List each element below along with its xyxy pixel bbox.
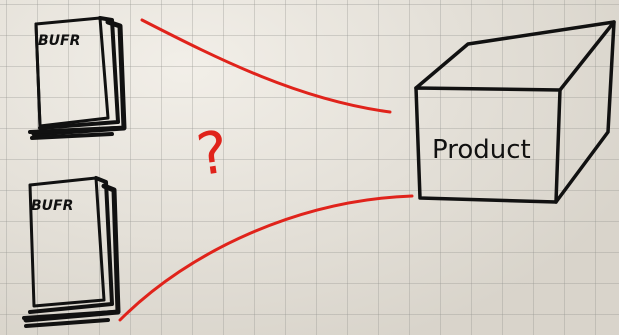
stack-bottom-label: BUFR — [31, 198, 73, 214]
red-line-top — [142, 20, 390, 112]
product-label: Product — [432, 135, 531, 165]
stack-top-label: BUFR — [38, 33, 80, 49]
document-stack-top: BUFR — [30, 18, 124, 138]
document-stack-bottom: BUFR — [24, 178, 118, 326]
product-cube: Product — [416, 22, 614, 202]
question-mark: ? — [192, 117, 232, 189]
red-line-bottom — [120, 196, 412, 320]
